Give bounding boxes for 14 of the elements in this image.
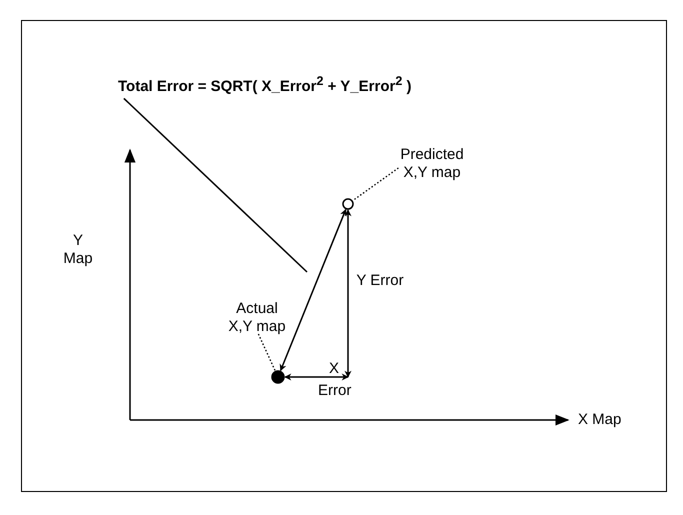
predicted-point xyxy=(342,198,354,210)
double-arrow xyxy=(284,374,349,380)
point-label: Predicted X,Y map xyxy=(392,146,472,186)
axis-label: X Map xyxy=(578,411,622,429)
edge-label: X Error xyxy=(318,359,350,401)
formula-text: Total Error = SQRT( X_Error$^{2}$ + Y_Error$^{2}$ ) xyxy=(118,72,412,96)
actual-point xyxy=(271,370,285,384)
leader-line xyxy=(123,98,308,273)
double-arrow xyxy=(280,208,347,372)
point-label: Actual X,Y map xyxy=(222,300,292,340)
axis-label: Y Map xyxy=(62,232,94,268)
leader-line xyxy=(352,167,399,202)
double-arrow xyxy=(344,209,352,378)
leader-line xyxy=(258,334,276,371)
